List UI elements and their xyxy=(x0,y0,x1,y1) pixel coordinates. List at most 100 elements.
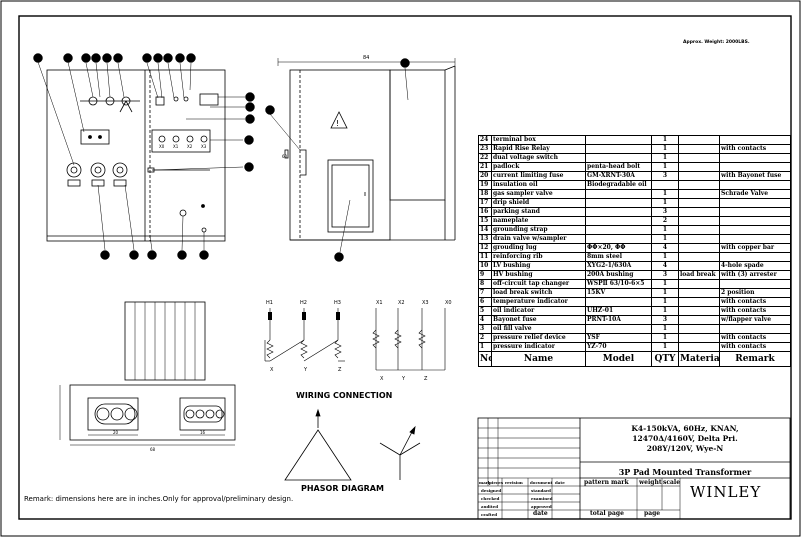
cell-qty: 1 xyxy=(651,324,679,334)
cell-name: pressure relief device xyxy=(491,333,586,343)
cell-model xyxy=(585,135,652,145)
front-view: 9 7 4 20 17 8 6 5 2 1 18 19 23 3 10 14 1… xyxy=(33,53,255,260)
svg-text:2: 2 xyxy=(166,55,170,62)
svg-text:X2: X2 xyxy=(187,144,193,149)
spec-block: K4-150kVA, 60Hz, KNAN, 12470Δ/4160V, Del… xyxy=(580,424,790,454)
cell-qty: 1 xyxy=(651,333,679,343)
cell-no: 7 xyxy=(478,288,492,298)
cell-remark xyxy=(719,324,791,334)
cell-no: 3 xyxy=(478,324,492,334)
cell-remark xyxy=(719,207,791,217)
cell-name: off-circuit tap changer xyxy=(491,279,586,289)
cell-remark xyxy=(719,135,791,145)
tb-role: approved xyxy=(531,504,552,509)
svg-text:13: 13 xyxy=(178,253,184,259)
svg-text:22: 22 xyxy=(130,253,136,259)
cell-name: HV bushing xyxy=(491,270,586,280)
cell-remark: w/flapper valve xyxy=(719,315,791,325)
svg-text:12: 12 xyxy=(200,253,206,259)
cell-model: XYG2-1/630A xyxy=(585,261,652,271)
svg-text:3: 3 xyxy=(248,116,252,123)
svg-text:X: X xyxy=(270,367,274,373)
cell-model: Biodegradable oil xyxy=(585,180,652,190)
cell-name: drain valve w/sampler xyxy=(491,234,586,244)
cell-no: 12 xyxy=(478,243,492,253)
cell-no: 21 xyxy=(478,162,492,172)
cell-name: grounding strap xyxy=(491,225,586,235)
cell-name: dual voltage switch xyxy=(491,153,586,163)
cell-no: 13 xyxy=(478,234,492,244)
brand-name: WINLEY xyxy=(690,483,762,501)
cell-material xyxy=(678,342,720,352)
cell-no: 4 xyxy=(478,315,492,325)
svg-text:19: 19 xyxy=(246,95,252,101)
cell-name: insulation oil xyxy=(491,180,586,190)
cell-qty: 1 xyxy=(651,225,679,235)
cell-remark: with contacts xyxy=(719,342,791,352)
svg-text:!: ! xyxy=(336,119,339,128)
cell-material xyxy=(678,207,720,217)
cell-name: parking stand xyxy=(491,207,586,217)
svg-text:17: 17 xyxy=(103,56,109,62)
cell-name: Name xyxy=(491,351,586,367)
cell-material xyxy=(678,252,720,262)
cell-name: pressure indicator xyxy=(491,342,586,352)
cell-remark: 4-hole spade xyxy=(719,261,791,271)
svg-text:Z: Z xyxy=(338,367,342,373)
cell-no: 11 xyxy=(478,252,492,262)
cell-qty: 1 xyxy=(651,288,679,298)
cell-qty: 1 xyxy=(651,135,679,145)
cell-model: Model xyxy=(585,351,652,367)
cell-model: ΦΦ×20, ΦΦ xyxy=(585,243,652,253)
svg-text:Y: Y xyxy=(401,376,406,382)
cell-name: grouding lug xyxy=(491,243,586,253)
spec-line: 12470Δ/4160V, Delta Pri. xyxy=(632,434,738,443)
cell-material xyxy=(678,144,720,154)
cell-remark xyxy=(719,153,791,163)
cell-qty: 1 xyxy=(651,144,679,154)
cell-remark: with (3) arrester xyxy=(719,270,791,280)
cell-model: GM-XRNT-30A xyxy=(585,171,652,181)
svg-text:16: 16 xyxy=(200,430,206,435)
cell-material xyxy=(678,324,720,334)
cell-name: reinforcing rib xyxy=(491,252,586,262)
cell-material: load break xyxy=(678,270,720,280)
cell-material xyxy=(678,297,720,307)
cell-qty: 1 xyxy=(651,252,679,262)
svg-text:X0: X0 xyxy=(159,144,165,149)
cell-qty: 3 xyxy=(651,315,679,325)
cell-qty: 1 xyxy=(651,189,679,199)
wiring-title: WIRING CONNECTION xyxy=(296,391,393,400)
cell-name: temperature indicator xyxy=(491,297,586,307)
cell-no: 8 xyxy=(478,279,492,289)
svg-text:84: 84 xyxy=(363,55,369,61)
remark-note: Remark: dimensions here are in inches.On… xyxy=(24,495,294,503)
cell-name: load break switch xyxy=(491,288,586,298)
cell-remark: 2 position xyxy=(719,288,791,298)
tb-role: examined xyxy=(531,496,553,501)
svg-text:14: 14 xyxy=(245,165,251,171)
cell-remark: with contacts xyxy=(719,144,791,154)
cell-material xyxy=(678,306,720,316)
phasor-diagram xyxy=(284,408,421,481)
svg-text:Y: Y xyxy=(303,367,308,373)
cell-material xyxy=(678,243,720,253)
svg-text:11: 11 xyxy=(148,253,154,259)
tb-label: revision xyxy=(505,480,523,485)
cell-qty: 1 xyxy=(651,234,679,244)
tb-label: pieces xyxy=(489,480,504,485)
svg-text:5: 5 xyxy=(156,55,160,62)
